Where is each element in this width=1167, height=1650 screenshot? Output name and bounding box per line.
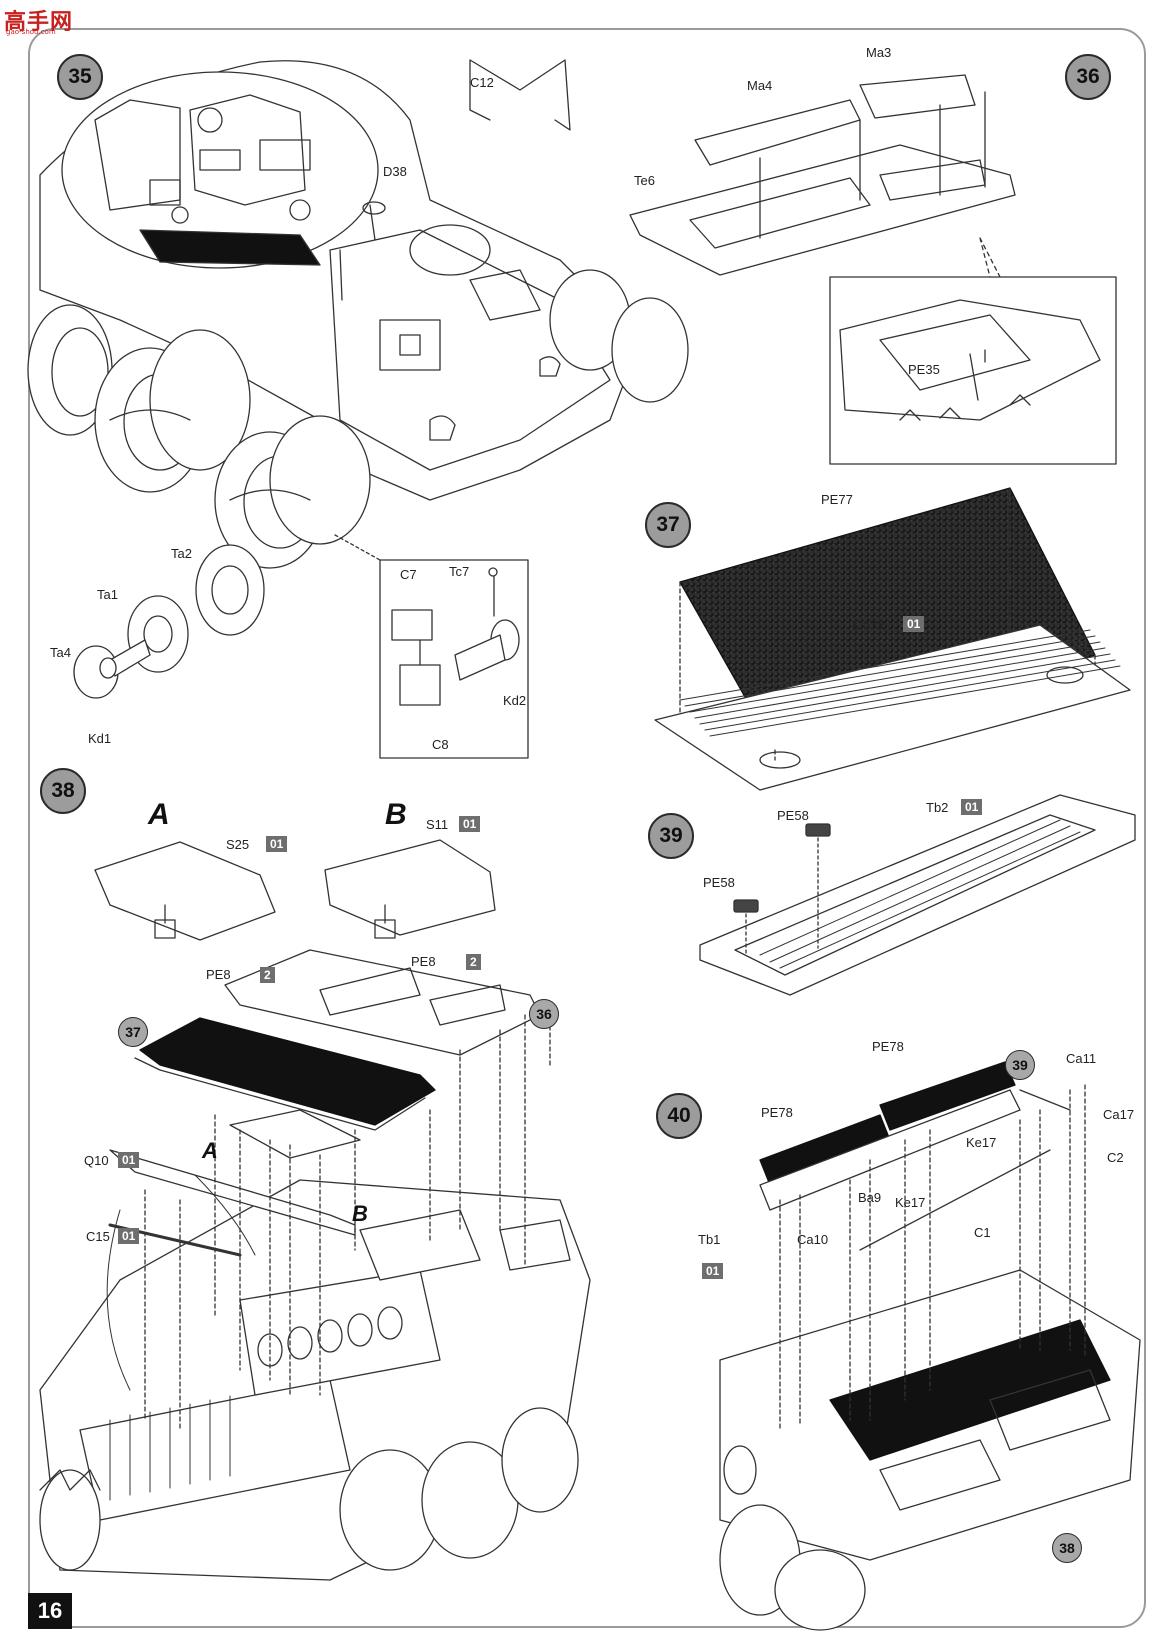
- part-label-s25: S25: [226, 837, 250, 852]
- part-label-pe78-right: PE78: [872, 1039, 904, 1054]
- part-label-d38: D38: [383, 164, 407, 179]
- option-badge: 01: [961, 799, 983, 815]
- part-label-ta4: Ta4: [50, 645, 71, 660]
- site-logo-text: 高手网: [4, 10, 74, 35]
- part-label-c8: C8: [432, 737, 449, 752]
- variant-a-heading: A: [148, 798, 170, 831]
- step-36-number: 36: [1065, 54, 1111, 100]
- page-number: 16: [28, 1593, 72, 1629]
- part-label-ca10: Ca10: [797, 1232, 829, 1247]
- option-badge: 01: [702, 1263, 724, 1279]
- part-label-ca17: Ca17: [1103, 1107, 1135, 1122]
- part-label-tb1: Tb1: [698, 1232, 721, 1247]
- part-label-q10: Q10: [84, 1153, 109, 1168]
- ref-step-39: 39: [1005, 1050, 1035, 1080]
- part-label-ta1: Ta1: [97, 587, 118, 602]
- page-border: [28, 28, 1146, 1628]
- part-label-pe8-a: PE8: [206, 967, 231, 982]
- step-38-number: 38: [40, 768, 86, 814]
- part-label-ke17-top: Ke17: [966, 1135, 997, 1150]
- part-label-ma4: Ma4: [747, 78, 773, 93]
- part-label-pe8-b: PE8: [411, 954, 436, 969]
- part-label-pe58-top: PE58: [777, 808, 809, 823]
- part-label-ca11: Ca11: [1066, 1051, 1097, 1066]
- part-label-pe35: PE35: [908, 362, 940, 377]
- ref-step-36: 36: [529, 999, 559, 1029]
- part-label-pe78-left: PE78: [761, 1105, 793, 1120]
- option-badge: 01: [118, 1228, 140, 1244]
- part-label-ke17-lower: Ke17: [895, 1195, 926, 1210]
- part-label-pe58-left: PE58: [703, 875, 735, 890]
- pe-times-badge: 2: [466, 954, 481, 970]
- part-label-ba9: Ba9: [858, 1190, 882, 1205]
- step38-drawing: [39, 839, 591, 1581]
- step35-drawing: [27, 59, 689, 759]
- step39-drawing: [699, 794, 1136, 996]
- part-label-ta2: Ta2: [171, 546, 192, 561]
- step-35-number: 35: [57, 54, 103, 100]
- step37-drawing: [654, 487, 1131, 791]
- part-label-tb2: Tb2: [926, 800, 949, 815]
- option-badge: 01: [266, 836, 288, 852]
- part-label-ca33: Ca33: [853, 617, 885, 632]
- part-label-pe77: PE77: [821, 492, 853, 507]
- pe-times-badge: 2: [260, 967, 275, 983]
- part-label-c12: C12: [470, 75, 494, 90]
- part-label-kd1: Kd1: [88, 731, 112, 746]
- step-40-number: 40: [656, 1093, 702, 1139]
- site-logo-subtext: gao-shou.com: [6, 28, 56, 36]
- site-logo: 高手网 gao-shou.com: [0, 2, 80, 38]
- variant-b-heading: B: [385, 798, 407, 831]
- part-label-ma3: Ma3: [866, 45, 892, 60]
- step-37-number: 37: [645, 502, 691, 548]
- part-label-c7: C7: [400, 567, 417, 582]
- part-label-tc7: Tc7: [449, 564, 470, 579]
- option-badge: 01: [903, 616, 925, 632]
- option-badge: 01: [118, 1152, 140, 1168]
- variant-b-marker: B: [352, 1201, 368, 1226]
- part-label-kd2: Kd2: [503, 693, 527, 708]
- variant-a-marker: A: [202, 1138, 218, 1163]
- part-label-c1: C1: [974, 1225, 991, 1240]
- option-badge: 01: [459, 816, 481, 832]
- part-label-c15: C15: [86, 1229, 110, 1244]
- part-label-c2: C2: [1107, 1150, 1124, 1165]
- step40-drawing: [719, 1061, 1141, 1631]
- ref-step-37: 37: [118, 1017, 148, 1047]
- part-label-s11: S11: [426, 817, 449, 832]
- ref-step-38: 38: [1052, 1533, 1082, 1563]
- step-39-number: 39: [648, 813, 694, 859]
- step36-drawing: [629, 74, 1117, 465]
- part-label-te6: Te6: [634, 173, 655, 188]
